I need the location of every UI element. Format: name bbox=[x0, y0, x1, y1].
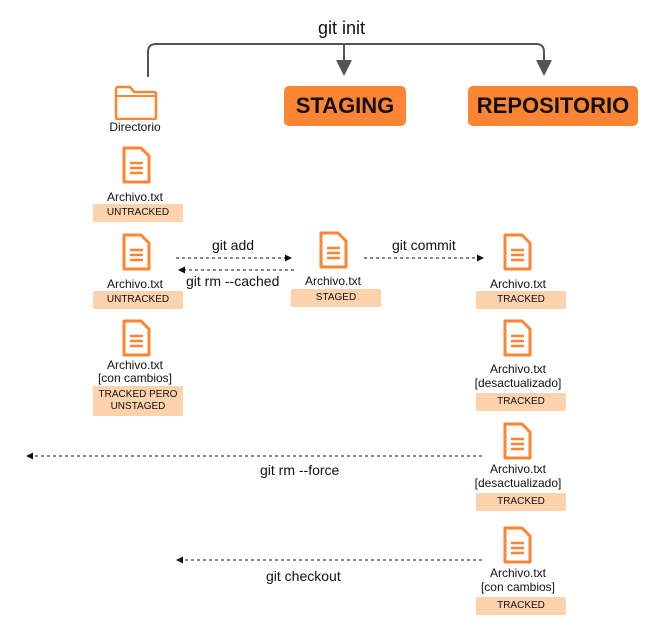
diagram-title: git init bbox=[318, 18, 366, 38]
file-name: Archivo.txt bbox=[489, 277, 546, 291]
file-note: [desactualizado] bbox=[474, 376, 562, 390]
file-note: [con cambios] bbox=[480, 580, 556, 594]
file-note: [desactualizado] bbox=[474, 476, 562, 490]
file-note: [con cambios] bbox=[97, 371, 173, 385]
file-name: Archivo.txt bbox=[489, 566, 546, 580]
status-line: TRACKED PERO bbox=[98, 389, 178, 400]
document-icon bbox=[122, 233, 151, 271]
git-init-bracket bbox=[147, 43, 552, 77]
document-icon bbox=[503, 526, 532, 564]
file-name: Archivo.txt bbox=[489, 462, 546, 476]
document-icon bbox=[503, 319, 532, 357]
document-icon bbox=[122, 146, 151, 184]
status-badge: TRACKED bbox=[476, 493, 566, 511]
status-badge: STAGED bbox=[291, 289, 381, 307]
status-badge: TRACKED bbox=[476, 597, 566, 615]
folder-icon bbox=[114, 85, 158, 120]
status-badge: UNTRACKED bbox=[93, 291, 183, 309]
directory-label: Directorio bbox=[109, 120, 161, 134]
status-line: UNSTAGED bbox=[110, 401, 166, 412]
staging-header: STAGING bbox=[284, 86, 406, 126]
git-checkout-label: git checkout bbox=[266, 568, 341, 584]
file-name: Archivo.txt bbox=[106, 277, 163, 291]
status-badge: TRACKED PERO UNSTAGED bbox=[93, 386, 183, 416]
git-rm-force-label: git rm --force bbox=[260, 462, 340, 478]
document-icon bbox=[503, 422, 532, 460]
git-add-label: git add bbox=[212, 237, 255, 253]
document-icon bbox=[503, 233, 532, 271]
status-badge: TRACKED bbox=[476, 291, 566, 309]
repositorio-header: REPOSITORIO bbox=[468, 86, 638, 126]
status-badge: UNTRACKED bbox=[93, 204, 183, 222]
document-icon bbox=[319, 231, 348, 269]
document-icon bbox=[122, 319, 151, 357]
status-badge: TRACKED bbox=[476, 393, 566, 411]
file-name: Archivo.txt bbox=[106, 358, 163, 372]
git-rm-cached-label: git rm --cached bbox=[186, 273, 280, 289]
file-name: Archivo.txt bbox=[106, 190, 163, 204]
git-commit-label: git commit bbox=[392, 237, 456, 253]
file-name: Archivo.txt bbox=[489, 362, 546, 376]
file-name: Archivo.txt bbox=[304, 274, 361, 288]
